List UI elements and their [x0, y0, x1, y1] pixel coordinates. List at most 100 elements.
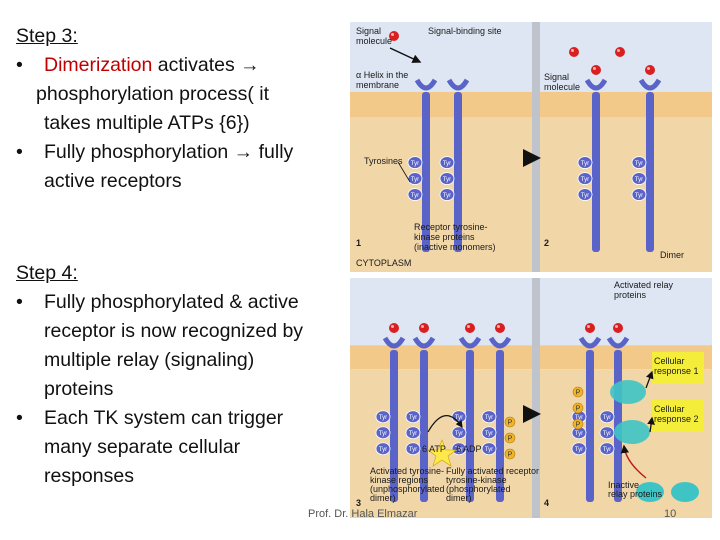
panel3-receptor-active-left-tyr-label-2: Tyr	[455, 431, 463, 437]
panel4-arrow-relay-activation	[620, 444, 647, 479]
rtk-activation-diagram: TyrTyrTyrTyrTyrTyrTyrTyrTyrTyrTyrTyrTyrT…	[350, 22, 712, 518]
step3-heading: Step 3:	[16, 25, 78, 47]
label-inactive-relay-line-1: Inactive	[608, 480, 639, 490]
panel4-receptor-right-binding-site	[606, 336, 630, 349]
panel2-receptor-left-stalk	[592, 92, 600, 252]
panel3-atp-burst	[427, 439, 457, 467]
panel3-receptor-active-left-tyr-label-3: Tyr	[455, 447, 463, 453]
panel3-signal-2	[419, 323, 429, 333]
panel1-receptor-right-tyr-label-1: Tyr	[443, 161, 451, 167]
label-fully-activated-line-4: dimer)	[446, 493, 472, 503]
panel3-receptor-right-tyr-2	[405, 426, 421, 440]
panel3-phosphate-3-label: P	[508, 452, 513, 459]
panel2-receptor-left-tyr-label-1: Tyr	[581, 161, 589, 167]
label-adp: 6 ADP	[456, 444, 482, 454]
label-cellular-response-1-line-2: response 1	[654, 366, 699, 376]
panel3-receptor-left-tyr-1	[375, 410, 391, 424]
panel3-receptor-active-left-tyr-3	[451, 442, 467, 456]
panel1-receptor-right-tyr-label-2: Tyr	[443, 177, 451, 183]
panel3-signal-4	[495, 323, 505, 333]
panel1-receptor-right-binding-site	[446, 78, 470, 91]
label-receptor-proteins-line-1: Receptor tyrosine-	[414, 222, 488, 232]
step3-bullet-2: Fully phosphorylation → fully	[16, 138, 346, 167]
step3-b2-line1: Fully phosphorylation → fully	[44, 141, 294, 163]
panel4-cellular-response-1-box	[652, 352, 704, 384]
panel4-signal-right	[613, 323, 623, 333]
page-number: 10	[664, 508, 677, 520]
panel3-receptor-right-tyr-label-2: Tyr	[409, 431, 417, 437]
step4-bullet-2: Each TK system can trigger	[16, 404, 346, 433]
label-activated-regions-line-3: (unphosphorylated	[370, 484, 445, 494]
label-dimer: Dimer	[660, 250, 684, 260]
panel4-signal-right-shine	[615, 325, 618, 328]
panel2-receptor-left-tyr-2	[577, 172, 593, 185]
step3-block: Step 3: Dimerization activates → phospho…	[16, 22, 346, 196]
panel4-signal-left	[585, 323, 595, 333]
step4-b1-line4: proteins	[44, 378, 114, 400]
panel4-receptor-right-tyr-label-3: Tyr	[603, 447, 611, 453]
step3-b1-line3: takes multiple ATPs {6})	[44, 112, 250, 134]
panel3-receptor-active-right-binding-site	[488, 336, 512, 349]
panel3-signal-3-shine	[467, 325, 470, 328]
panel3-signal-3	[465, 323, 475, 333]
panel1-receptor-left-binding-site	[414, 78, 438, 91]
label-signal-molecule-2-line-1: Signal	[544, 72, 569, 82]
label-panel-1: 1	[356, 238, 361, 248]
step4-bullet-1: Fully phosphorylated & active	[16, 288, 346, 317]
label-cellular-response-2-line-1: Cellular	[654, 404, 685, 414]
label-cytoplasm: CYTOPLASM	[356, 258, 411, 268]
panel-2-exterior	[540, 22, 712, 92]
panel1-receptor-left-tyr-label-2: Tyr	[411, 177, 419, 183]
panel1-receptor-right-stalk	[454, 92, 462, 252]
panel3-receptor-right-tyr-label-1: Tyr	[409, 415, 417, 421]
panel4-inactive-relay-1	[636, 482, 664, 502]
panel4-relay-protein-1	[610, 380, 646, 404]
panel4-receptor-left-binding-site	[578, 336, 602, 349]
panel3-receptor-left-binding-site	[382, 336, 406, 349]
panel3-receptor-left-tyr-label-2: Tyr	[379, 431, 387, 437]
panel-1-exterior	[350, 22, 532, 92]
panel4-receptor-left-tyr-label-1: Tyr	[575, 415, 583, 421]
panel4-receptor-right-tyr-1	[599, 410, 615, 424]
panel3-phosphate-1	[504, 416, 516, 428]
panel-3-exterior	[350, 278, 532, 346]
panel3-signal-4-shine	[497, 325, 500, 328]
panel4-phosphate-1	[572, 386, 584, 398]
step3-bullet-1: Dimerization activates →	[16, 51, 346, 80]
step4-b2-line3: responses	[44, 465, 134, 487]
panel4-inactive-relay-2	[671, 482, 699, 502]
panel4-signal-left-shine	[587, 325, 590, 328]
panel4-receptor-left-tyr-label-2: Tyr	[575, 431, 583, 437]
step4-b1-line2: receptor is now recognized by	[44, 320, 304, 342]
panel3-phosphate-2-label: P	[508, 436, 513, 443]
panel3-receptor-active-left-stalk	[466, 350, 474, 502]
label-fully-activated-line-3: (phosphorylated	[446, 484, 511, 494]
panel2-receptor-right-stalk	[646, 92, 654, 252]
panel3-signal-1	[389, 323, 399, 333]
panel2-receptor-right-tyr-label-1: Tyr	[635, 161, 643, 167]
panel4-phosphate-1-label: P	[576, 390, 581, 397]
panel2-receptor-left-tyr-3	[577, 188, 593, 201]
label-activated-regions-line-4: dimer)	[370, 493, 396, 503]
step4-heading: Step 4:	[16, 262, 78, 284]
panel4-receptor-left-stalk	[586, 350, 594, 502]
panel4-cellular-response-2-box	[652, 400, 704, 432]
panel-2-cytoplasm	[540, 117, 712, 272]
panel1-arrow-signal	[389, 47, 422, 63]
panel3-receptor-right-stalk	[420, 350, 428, 502]
panel1-pointer-tyr	[397, 161, 411, 183]
panel2-receptor-right-tyr-label-2: Tyr	[635, 177, 643, 183]
panel4-arrow-response-1	[645, 370, 654, 389]
panel2-receptor-right-tyr-3	[631, 188, 647, 201]
label-cellular-response-2-line-2: response 2	[654, 414, 699, 424]
panel-3-membrane	[350, 345, 532, 370]
panel3-receptor-active-left-binding-site	[458, 336, 482, 349]
label-activated-regions-line-1: Activated tyrosine-	[370, 466, 444, 476]
label-inactive-relay-line-2: relay proteins	[608, 489, 663, 499]
label-alpha-helix-line-2: membrane	[356, 80, 399, 90]
panel1-signal-molecule-shine	[391, 33, 394, 36]
step4-b2-line2: many separate cellular	[44, 436, 241, 458]
panel4-arrow-response-2	[647, 416, 655, 433]
panel4-receptor-left-tyr-3	[571, 442, 587, 456]
panel1-receptor-right-tyr-2	[439, 172, 455, 185]
